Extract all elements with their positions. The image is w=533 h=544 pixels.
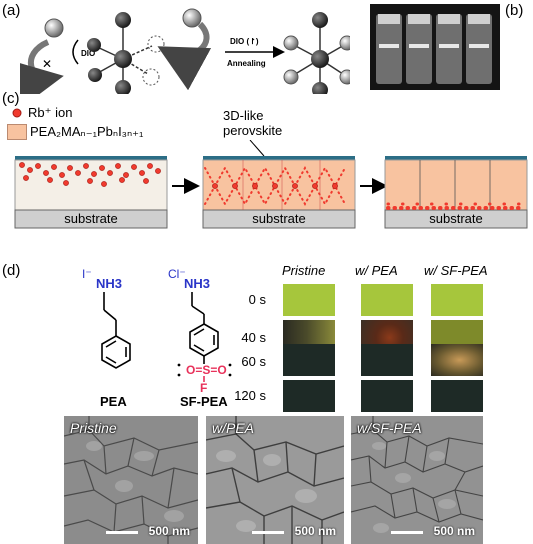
col-header-pea: w/ PEA [355, 263, 398, 278]
film-tile [283, 380, 335, 412]
film-tile [361, 344, 413, 376]
substrate-label-1: substrate [64, 211, 117, 226]
panel-label-d: (d) [2, 262, 21, 279]
film-tile [361, 284, 413, 316]
panel-label-b: (b) [505, 2, 524, 19]
panel-label-c: (c) [2, 90, 20, 107]
scale-bar-line [252, 531, 284, 534]
substrate-label-3: substrate [429, 211, 482, 226]
film-tile [283, 344, 335, 376]
svg-text:✕: ✕ [42, 57, 52, 71]
sem-label-pea: w/PEA [212, 420, 255, 436]
time-label-60: 60 s [241, 354, 266, 369]
phase-legend-swatch [7, 124, 27, 140]
sfpea-sulfonyl: O=S=O [186, 363, 227, 377]
film-tile [431, 284, 483, 316]
arrow-top-label: DIO (↾) [230, 37, 259, 46]
film-tile [431, 344, 483, 376]
rb-ion-legend-icon [12, 108, 22, 118]
sem-image-sfpea: w/SF-PEA 500 nm [351, 416, 483, 544]
sfpea-fluoro: F [200, 381, 207, 395]
film-tile [431, 380, 483, 412]
scale-bar-sfpea: 500 nm [433, 524, 475, 538]
sem-image-pristine: Pristine 500 nm [64, 416, 198, 544]
substrate-label-2: substrate [252, 211, 305, 226]
legend-phase: PEA₂MAₙ₋₁PbₙI₃ₙ₊₁ [30, 124, 144, 139]
legend-rb-ion: Rb⁺ ion [28, 105, 73, 120]
molecule-structures: I⁻ NH3 PEA Cl⁻ NH3 O=S=O F SF-PEA [82, 267, 232, 409]
time-label-40: 40 s [241, 330, 266, 345]
pea-counter-ion: I⁻ [82, 267, 92, 281]
scale-bar-line [106, 531, 138, 534]
panel-label-a: (a) [2, 2, 21, 19]
pea-label: PEA [100, 394, 127, 409]
panel-a-scheme: ✕ DIO DIO (↾) Annealing [20, 8, 350, 94]
sem-label-sfpea: w/SF-PEA [357, 420, 422, 436]
sem-image-pea: w/PEA 500 nm [206, 416, 344, 544]
sfpea-counter-ion: Cl⁻ [168, 267, 186, 281]
col-header-sfpea: w/ SF-PEA [424, 263, 488, 278]
annotation-3d-like: 3D-like perovskite [223, 108, 283, 138]
film-tile [361, 380, 413, 412]
sfpea-label: SF-PEA [180, 394, 228, 409]
arrow-bottom-label: Annealing [227, 59, 266, 68]
sem-label-pristine: Pristine [70, 420, 117, 436]
col-header-pristine: Pristine [282, 263, 326, 278]
sfpea-amine: NH3 [184, 276, 210, 291]
scale-bar-pea: 500 nm [294, 524, 336, 538]
pea-amine: NH3 [96, 276, 122, 291]
vial-photo [370, 4, 500, 90]
time-label-120: 120 s [234, 388, 266, 403]
film-tile [283, 284, 335, 316]
dio-label: DIO [81, 49, 95, 58]
panel-c-schematic: substrate substrate substrate [14, 140, 528, 229]
scale-bar-pristine: 500 nm [148, 524, 190, 538]
scale-bar-line [391, 531, 423, 534]
time-label-0: 0 s [248, 292, 266, 307]
